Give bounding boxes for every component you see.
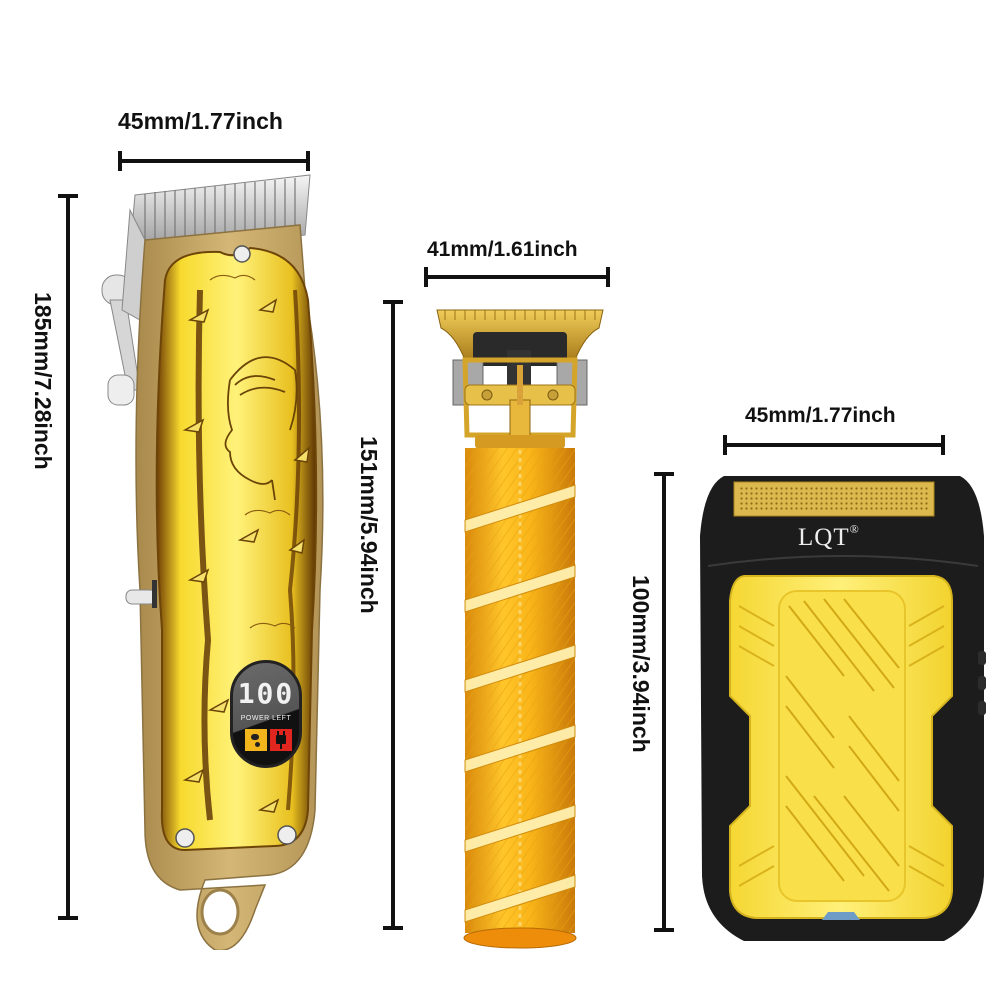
battery-percentage: 100: [237, 677, 295, 710]
clipper-lcd-display: 100 POWER LEFT: [230, 660, 302, 768]
shaver-height-label: 100mm/3.94inch: [628, 575, 654, 753]
foil-shaver-image: LQT®: [694, 476, 990, 952]
plug-charging-icon: [270, 729, 292, 751]
shaver-brand-logo: LQT®: [798, 522, 860, 552]
shaver-width-label: 45mm/1.77inch: [745, 404, 896, 427]
trimmer-height-bar: [383, 300, 403, 930]
shaver-height-bar: [654, 472, 674, 932]
power-left-caption: POWER LEFT: [240, 715, 292, 722]
trimmer-height-label: 151mm/5.94inch: [356, 436, 382, 614]
clipper-height-label: 185mm/7.28inch: [30, 292, 56, 470]
clipper-taper-lever: [101, 208, 146, 406]
hair-clipper-image: 100 POWER LEFT: [90, 170, 350, 950]
trimmer-width-bar: [424, 267, 610, 287]
brand-name: LQT: [798, 524, 850, 551]
engraved-portrait: [224, 356, 298, 501]
shaver-width-bar: [723, 435, 945, 455]
registered-mark: ®: [849, 522, 860, 536]
clipper-width-label: 45mm/1.77inch: [118, 108, 283, 134]
clipper-mode-icon: [245, 729, 267, 751]
spiral-rings: [464, 484, 576, 923]
clipper-width-bar: [118, 151, 310, 171]
screw: [233, 245, 251, 263]
clipper-height-bar: [58, 194, 78, 920]
trimmer-width-label: 41mm/1.61inch: [427, 238, 578, 261]
charge-indicator: [822, 912, 860, 920]
t-blade-trimmer-image: [425, 300, 615, 960]
